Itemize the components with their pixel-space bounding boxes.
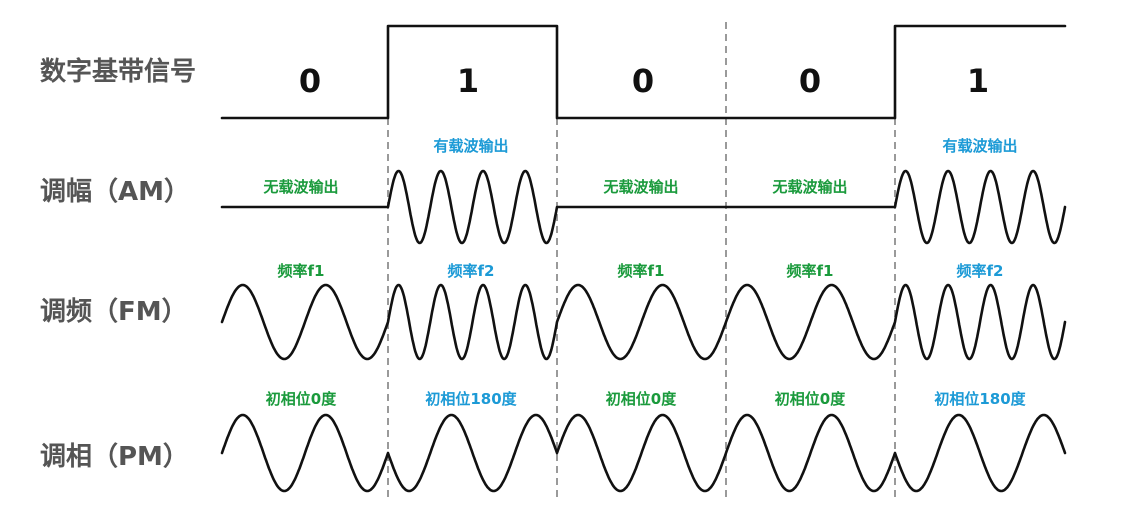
row-label-fm: 调频（FM） [40, 297, 188, 327]
am-annotation: 无载波输出 [262, 178, 338, 196]
row-label-digital: 数字基带信号 [40, 56, 196, 87]
pm-annotation: 初相位180度 [934, 390, 1026, 408]
bit-label: 0 [299, 62, 321, 100]
bit-label: 0 [632, 62, 654, 100]
bit-label: 1 [457, 62, 479, 100]
am-annotation: 无载波输出 [602, 178, 678, 196]
row-label-pm: 调相（PM） [40, 442, 189, 472]
fm-waveform [220, 283, 1067, 361]
row-label-am: 调幅（AM） [40, 177, 190, 207]
pm-annotation: 初相位0度 [266, 390, 337, 408]
fm-annotation: 频率f2 [957, 262, 1004, 280]
digital-baseband-waveform [220, 24, 1067, 120]
bit-label: 0 [799, 62, 821, 100]
am-waveform [220, 169, 1067, 245]
fm-annotation: 频率f1 [618, 262, 665, 280]
pm-annotation: 初相位0度 [775, 390, 846, 408]
am-annotation: 有载波输出 [433, 137, 508, 155]
pm-annotation: 初相位180度 [425, 390, 517, 408]
fm-annotation: 频率f2 [448, 262, 495, 280]
bit-label: 1 [967, 62, 989, 100]
am-annotation: 无载波输出 [771, 178, 847, 196]
pm-annotation: 初相位0度 [606, 390, 677, 408]
fm-annotation: 频率f1 [278, 262, 325, 280]
am-annotation: 有载波输出 [942, 137, 1017, 155]
fm-annotation: 频率f1 [787, 262, 834, 280]
pm-waveform [220, 413, 1067, 493]
